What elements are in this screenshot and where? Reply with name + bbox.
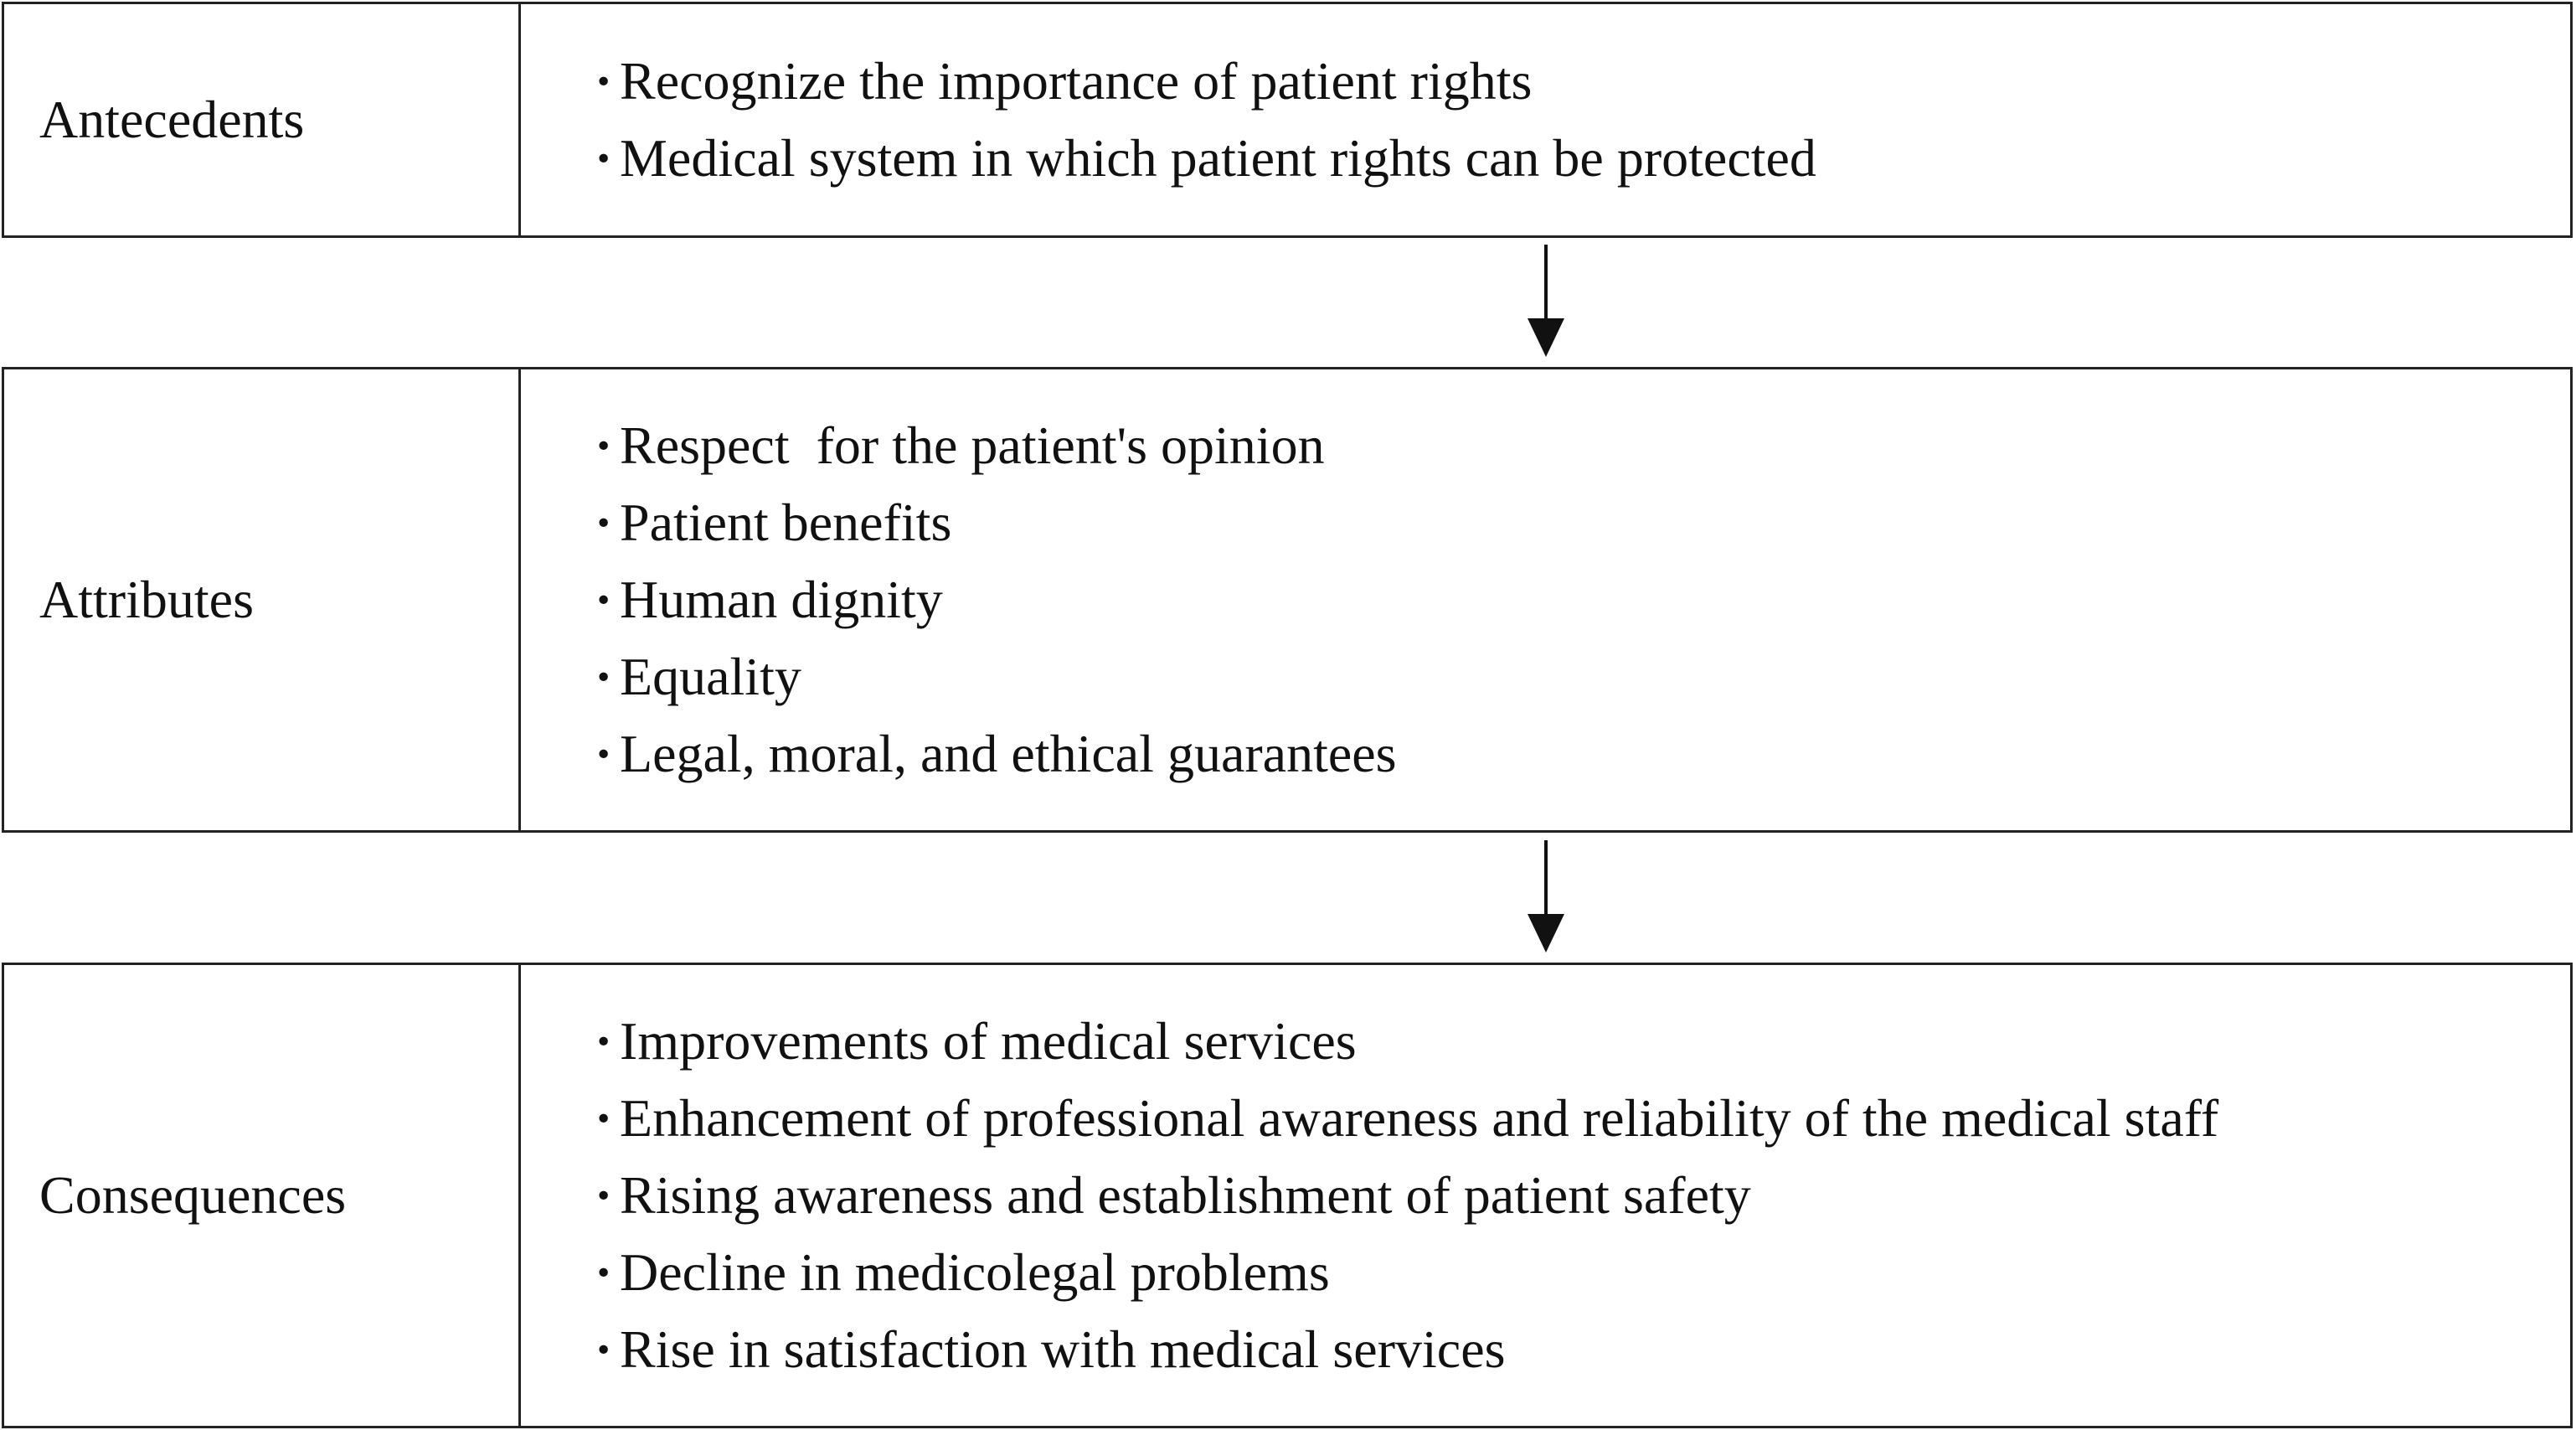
list-item: ·Respect for the patient's opinion — [595, 407, 2553, 484]
list-item-text: Legal, moral, and ethical guarantees — [620, 724, 1397, 783]
antecedents-items: ·Recognize the importance of patient rig… — [521, 4, 2570, 235]
list-item: ·Human dignity — [595, 561, 2553, 638]
list-item-text: Recognize the importance of patient righ… — [620, 51, 1533, 111]
attributes-items: ·Respect for the patient's opinion ·Pati… — [521, 369, 2570, 830]
bullet-dot: · — [595, 570, 613, 629]
list-item: ·Patient benefits — [595, 484, 2553, 561]
list-item-text: Decline in medicolegal problems — [620, 1242, 1330, 1302]
bullet-dot: · — [595, 1165, 613, 1225]
antecedents-box: Antecedents ·Recognize the importance of… — [2, 2, 2573, 238]
list-item-text: Human dignity — [620, 570, 943, 629]
bullet-dot: · — [595, 1242, 613, 1302]
bullet-dot: · — [595, 416, 613, 475]
list-item: ·Equality — [595, 638, 2553, 715]
bullet-dot: · — [595, 51, 613, 111]
list-item-text: Respect for the patient's opinion — [620, 416, 1325, 475]
list-item: ·Legal, moral, and ethical guarantees — [595, 715, 2553, 792]
list-item-text: Rising awareness and establishment of pa… — [620, 1165, 1751, 1225]
list-item: ·Rising awareness and establishment of p… — [595, 1157, 2553, 1234]
antecedents-label: Antecedents — [4, 4, 521, 235]
list-item-text: Equality — [620, 647, 801, 706]
consequences-items: ·Improvements of medical services ·Enhan… — [521, 965, 2570, 1426]
arrow-down-icon — [1528, 840, 1564, 952]
list-item: ·Decline in medicolegal problems — [595, 1234, 2553, 1311]
bullet-dot: · — [595, 1319, 613, 1379]
list-item-text: Medical system in which patient rights c… — [620, 128, 1816, 188]
list-item: ·Rise in satisfaction with medical servi… — [595, 1311, 2553, 1388]
arrow-down-icon — [1528, 245, 1564, 357]
list-item-text: Enhancement of professional awareness an… — [620, 1088, 2219, 1148]
list-item-text: Improvements of medical services — [620, 1011, 1357, 1071]
bullet-dot: · — [595, 1088, 613, 1148]
list-item-text: Rise in satisfaction with medical servic… — [620, 1319, 1506, 1379]
bullet-dot: · — [595, 647, 613, 706]
bullet-dot: · — [595, 493, 613, 552]
consequences-box: Consequences ·Improvements of medical se… — [2, 963, 2573, 1428]
bullet-dot: · — [595, 1011, 613, 1071]
list-item-text: Patient benefits — [620, 493, 952, 552]
list-item: ·Recognize the importance of patient rig… — [595, 43, 2553, 120]
bullet-dot: · — [595, 128, 613, 188]
attributes-label: Attributes — [4, 369, 521, 830]
list-item: ·Enhancement of professional awareness a… — [595, 1080, 2553, 1157]
bullet-dot: · — [595, 724, 613, 783]
consequences-label: Consequences — [4, 965, 521, 1426]
list-item: ·Improvements of medical services — [595, 1003, 2553, 1080]
list-item: ·Medical system in which patient rights … — [595, 120, 2553, 197]
attributes-box: Attributes ·Respect for the patient's op… — [2, 367, 2573, 833]
